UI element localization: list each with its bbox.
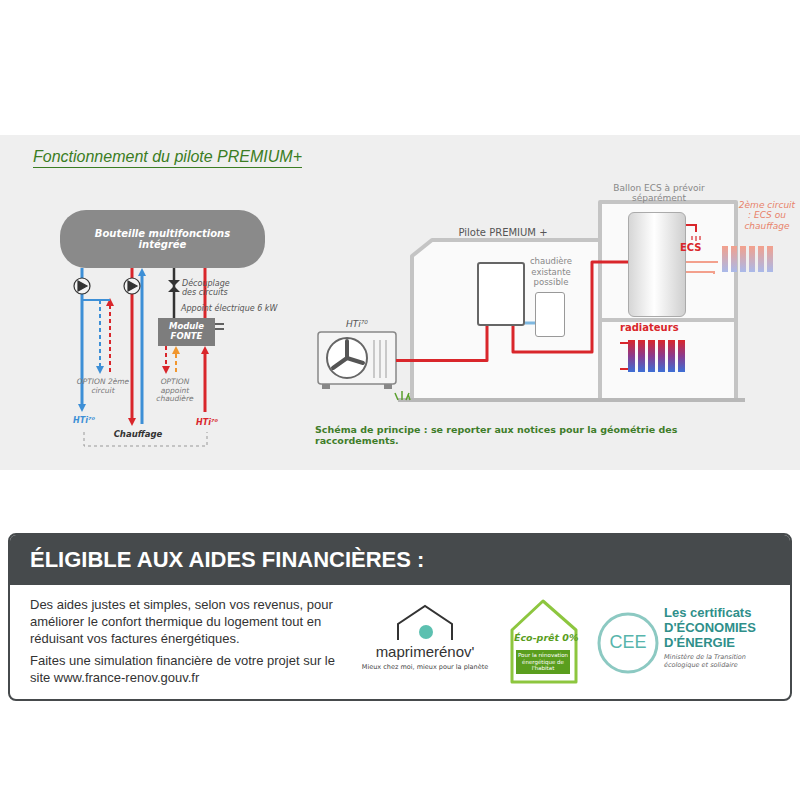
- note-label: Appoint électrique 6 kW: [181, 304, 277, 313]
- pipe-connector: [525, 322, 535, 325]
- logo-box: maprimerénov' Mieux chez moi, mieux pour …: [360, 606, 490, 680]
- ground-band: [0, 135, 800, 470]
- note-label: Chauffage: [110, 429, 166, 439]
- pump-symbol: [74, 278, 140, 294]
- node-text: Pilote PREMIUM +: [447, 227, 559, 238]
- note-label: OPTION appoint chaudière: [148, 378, 202, 404]
- diagram-caption: Schéma de principe : se reporter aux not…: [315, 424, 755, 446]
- note-label: OPTION 2ème circuit: [76, 378, 130, 395]
- pipe-connector: [173, 268, 176, 318]
- node-text: Des aides justes et simples, selon vos r…: [30, 597, 355, 648]
- logo-box: CEE Les certificats D'ÉCONOMIES D'ÉNERGIE…: [596, 604, 780, 682]
- node-text: Les certificats D'ÉCONOMIES D'ÉNERGIE: [664, 606, 780, 651]
- tap-symbol: [686, 225, 700, 241]
- node-text: Mieux chez moi, mieux pour la planète: [360, 663, 490, 671]
- node-text: CEE: [600, 632, 656, 653]
- node-text: Faites une simulation financière de votr…: [30, 653, 355, 687]
- grass: [395, 391, 410, 400]
- pilot-box: Pilote PREMIUM +: [477, 262, 525, 326]
- tank-box: Bouteille multifonctions intégrée: [60, 210, 265, 268]
- logo-eco-house: [512, 601, 576, 682]
- note-label: HTi⁷⁰: [191, 418, 223, 427]
- node-text: maprimerénov': [360, 643, 490, 660]
- heat-pump-unit: [318, 332, 396, 389]
- pipe-connector: [396, 326, 487, 361]
- node-text: Bouteille multifonctions intégrée: [74, 228, 251, 250]
- boiler-box: chaudière existante possible: [535, 292, 565, 337]
- second-circuit-pipes: [686, 262, 718, 274]
- logo-house: [398, 606, 452, 640]
- tank-box: Ballon ECS à prévoir séparément: [628, 212, 686, 317]
- logo-box: Éco-prêt 0% Pour la rénovation énergétiqu…: [508, 598, 578, 684]
- node-text: ÉLIGIBLE AUX AIDES FINANCIÈRES :: [10, 535, 790, 585]
- node-text: HTi⁷⁰: [318, 319, 396, 329]
- node-text: chaudière existante possible: [523, 256, 579, 287]
- node-text: Module FONTE: [161, 322, 212, 342]
- note-label: radiateurs: [618, 322, 681, 333]
- logo-cee-circle: [599, 614, 657, 672]
- note-label: Découplage des circuits: [182, 279, 244, 297]
- diagram-title: Fonctionnement du pilote PREMIUM+: [33, 148, 302, 168]
- node-text: Éco-prêt 0%: [514, 632, 572, 643]
- aid-panel: ÉLIGIBLE AUX AIDES FINANCIÈRES : Des aide…: [8, 533, 792, 701]
- heat-pump-box: HTi⁷⁰: [318, 332, 396, 384]
- note-label: 2ème circuit : ECS ou chauffage: [738, 200, 796, 231]
- note-label: HTi⁷⁰: [68, 416, 100, 425]
- node-text: Ministère de la Transition écologique et…: [664, 654, 780, 670]
- house-outline: [398, 202, 745, 400]
- module-box: Module FONTE: [158, 318, 215, 346]
- node-text: Ballon ECS à prévoir séparément: [603, 183, 715, 203]
- note-label: ECS: [680, 242, 702, 253]
- node-text: Pour la rénovation énergétique de l'habi…: [516, 650, 570, 674]
